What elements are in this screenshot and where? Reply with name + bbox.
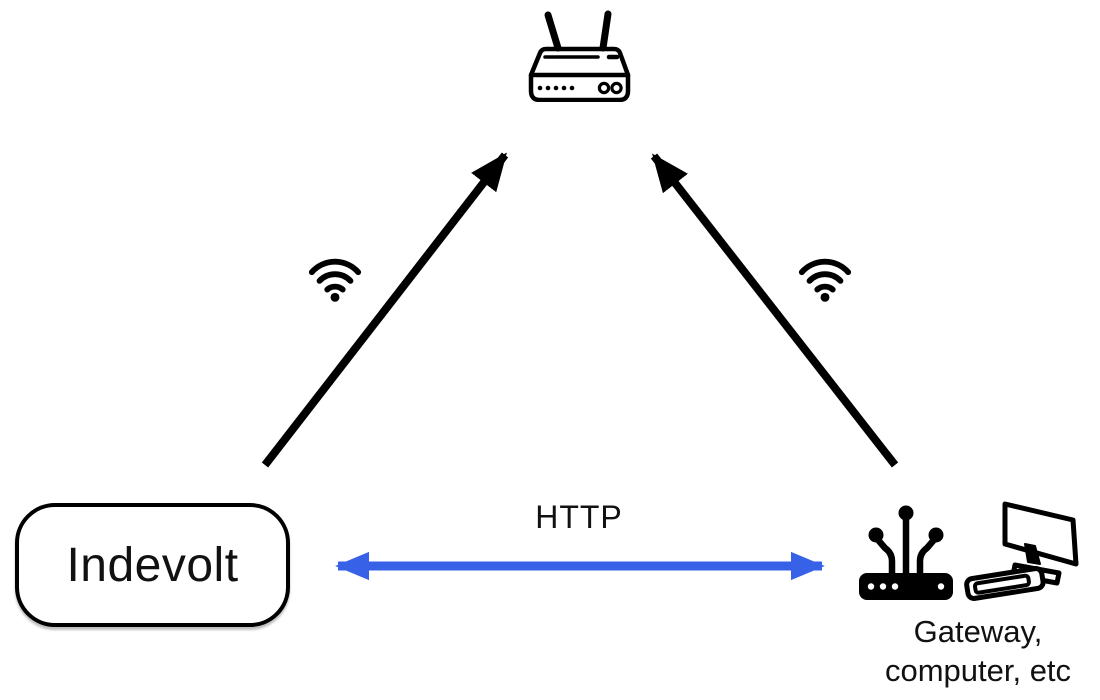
arrow-indevolt-to-router [261, 152, 509, 468]
wifi-router-icon [526, 8, 632, 103]
gateway-node-label: Gateway, computer, etc [848, 612, 1100, 690]
gateway-label-line2: computer, etc [884, 653, 1072, 688]
indevolt-node: Indevolt [15, 503, 290, 627]
wifi-signal-icon [796, 250, 854, 304]
computer-icon-svg [964, 501, 1079, 601]
wifi-signal-icon-svg [308, 258, 362, 302]
arrow-gateway-to-router [650, 153, 899, 468]
wifi-router-icon-svg [528, 10, 631, 103]
gateway-label-line1: Gateway, [913, 614, 1043, 649]
indevolt-node-label: Indevolt [66, 538, 239, 592]
computer-icon [963, 494, 1083, 604]
wifi-signal-icon-svg [798, 258, 852, 302]
gateway-device-icon-svg [859, 505, 953, 600]
wifi-signal-icon [306, 250, 364, 304]
http-protocol-label: HTTP [535, 499, 623, 535]
gateway-device-icon [856, 502, 956, 602]
